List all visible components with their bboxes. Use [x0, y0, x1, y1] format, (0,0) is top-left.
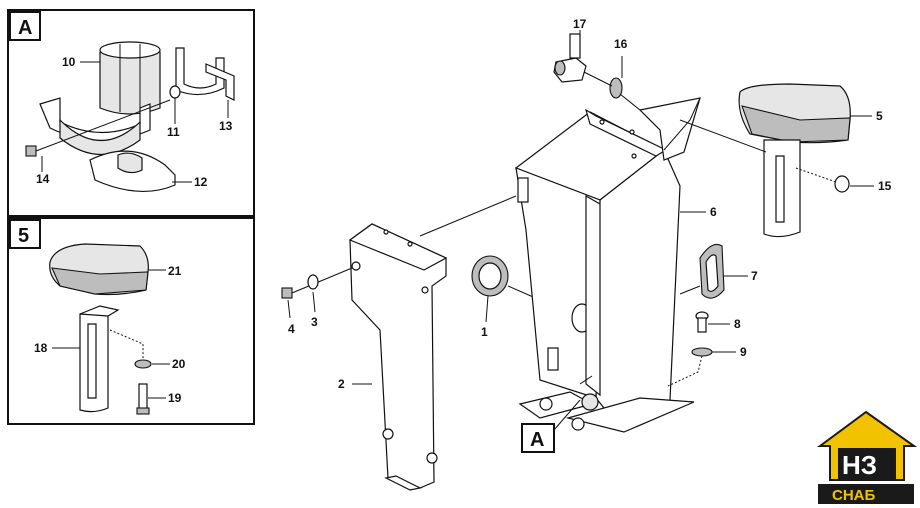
detail-box-a-label: A — [18, 17, 32, 39]
callout-4: 4 — [288, 322, 295, 336]
logo-mark: НЗ — [842, 450, 877, 480]
part-12-plate — [89, 150, 176, 192]
part-19-bolt — [136, 383, 150, 415]
detail-box-a: A 10 11 1 — [7, 9, 255, 217]
callout-16: 16 — [614, 37, 628, 51]
detail-box-5: 5 21 18 20 19 — [7, 217, 255, 425]
part-20-washer — [134, 359, 152, 369]
callout-13: 13 — [219, 119, 233, 133]
callout-18: 18 — [34, 341, 48, 355]
callout-14: 14 — [36, 172, 50, 186]
callout-8: 8 — [734, 317, 741, 331]
part-14-bolt — [25, 99, 171, 157]
part-21-cushion — [49, 243, 149, 296]
detail-box-5-label: 5 — [18, 225, 29, 247]
part-2-side-panel — [348, 195, 517, 491]
callout-6: 6 — [710, 205, 717, 219]
callout-20: 20 — [172, 357, 186, 371]
part-16-washer — [609, 77, 623, 99]
part-10-sleeve — [99, 41, 161, 115]
lower-clamp — [39, 97, 151, 156]
nz-snab-logo: НЗ СНАБ — [816, 410, 918, 504]
view-a-marker-label: A — [530, 429, 544, 451]
callout-11: 11 — [167, 125, 180, 139]
callout-9: 9 — [740, 345, 747, 359]
part-18-bracket — [79, 305, 120, 413]
callout-21: 21 — [168, 264, 182, 278]
part-9-washer — [691, 347, 713, 357]
part-8-bolt — [695, 311, 709, 333]
callout-5: 5 — [876, 109, 883, 123]
part-17-knob — [553, 33, 587, 83]
callout-3: 3 — [311, 315, 318, 329]
callout-17: 17 — [573, 17, 587, 31]
part-13-clamp — [175, 47, 235, 101]
part-15-screw — [795, 167, 850, 193]
callout-12: 12 — [194, 175, 208, 189]
callout-19: 19 — [168, 391, 182, 405]
logo-text: СНАБ — [832, 487, 875, 504]
callout-7: 7 — [751, 269, 758, 283]
part-1-grommet — [471, 255, 541, 301]
callout-10: 10 — [62, 55, 76, 69]
part-3-washer — [307, 274, 319, 290]
part-4-bolt — [281, 267, 353, 299]
callout-1: 1 — [481, 325, 488, 339]
callout-2: 2 — [338, 377, 345, 391]
view-a-marker — [521, 423, 555, 453]
part-7-grommet — [679, 243, 725, 299]
part-11-washer — [169, 85, 181, 99]
callout-15: 15 — [878, 179, 892, 193]
part-5-armrest — [679, 83, 851, 238]
part-6-housing — [514, 97, 701, 433]
